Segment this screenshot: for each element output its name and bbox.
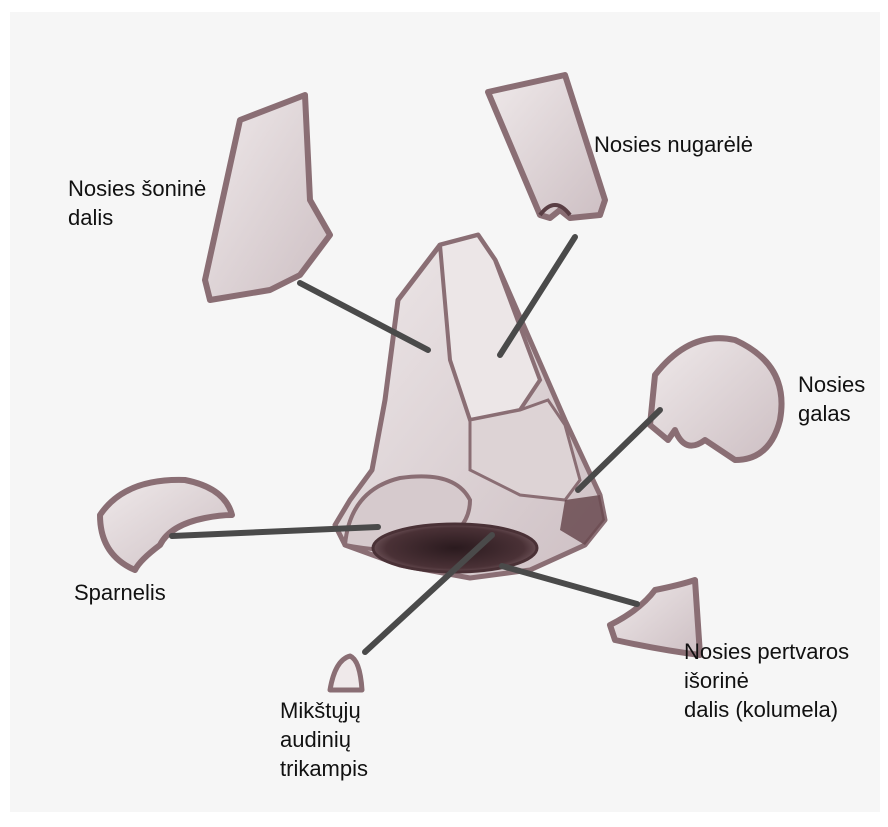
label-tip: Nosies galas [798, 370, 865, 428]
fragment-dorsum [488, 75, 605, 218]
leader-columella [502, 566, 637, 604]
nostril-base [373, 524, 537, 572]
label-side-wall: Nosies šoninė dalis [68, 174, 206, 232]
label-dorsum: Nosies nugarėlė [594, 130, 753, 159]
fragment-soft-triangle [330, 656, 362, 690]
fragment-side-wall [205, 95, 330, 300]
label-soft-triangle: Mikštųjų audinių trikampis [280, 696, 368, 783]
label-ala: Sparnelis [74, 578, 166, 607]
leader-tip [578, 410, 660, 490]
fragment-ala [100, 480, 232, 570]
label-columella: Nosies pertvaros išorinė dalis (kolumela… [684, 637, 849, 724]
fragment-tip [650, 338, 782, 460]
